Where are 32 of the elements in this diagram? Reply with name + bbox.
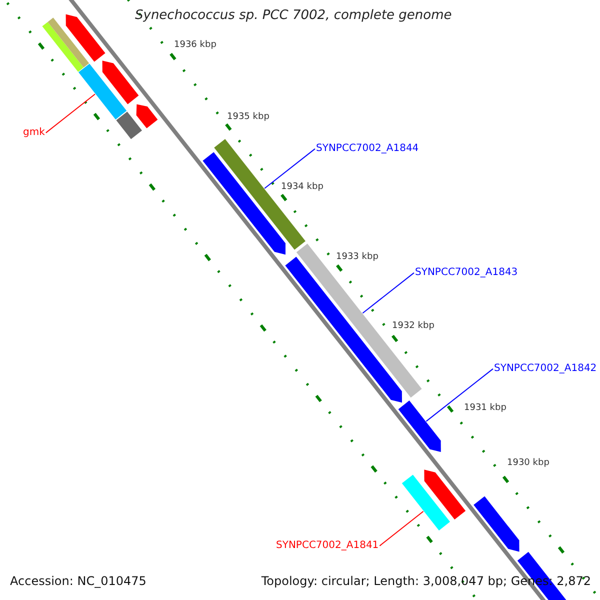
gene-feature [398,400,441,452]
accession-text: Accession: NC_010475 [10,575,146,589]
leader-line [362,272,414,314]
scale-label: 1931 kbp [464,403,506,414]
gene-feature [214,139,306,250]
gene-label: SYNPCC7002_A1842 [494,363,597,374]
gene-feature [42,22,84,72]
scale-label: 1936 kbp [174,40,216,50]
scale-label: 1932 kbp [392,321,434,332]
leader-line [426,368,494,422]
genome-title: Synechococcus sp. PCC 7002, complete genome [135,9,452,24]
gene-feature [116,112,142,140]
gene-feature [474,496,520,552]
genome-stats-text: Topology: circular; Length: 3,008,047 bp; Genes: 2,872 [261,575,591,589]
gene-feature [402,474,450,530]
gene-feature [48,18,90,68]
gene-feature [424,470,466,520]
gene-feature [66,14,106,62]
gene-feature [102,60,139,104]
scale-label: 1930 kbp [507,458,550,468]
gene-feature [136,104,158,128]
leader-line [379,510,424,546]
gene-label: SYNPCC7002_A1844 [316,143,419,154]
gene-label: SYNPCC7002_A1843 [415,267,518,278]
leader-line [264,148,316,189]
gene-label: SYNPCC7002_A1841 [276,540,379,552]
scale-label: 1934 kbp [281,182,324,192]
scale-label: 1935 kbp [227,112,270,122]
scale-label: 1933 kbp [336,252,378,262]
gene-label: gmk [23,127,45,138]
leader-line [45,94,96,134]
gene-feature [78,64,127,120]
